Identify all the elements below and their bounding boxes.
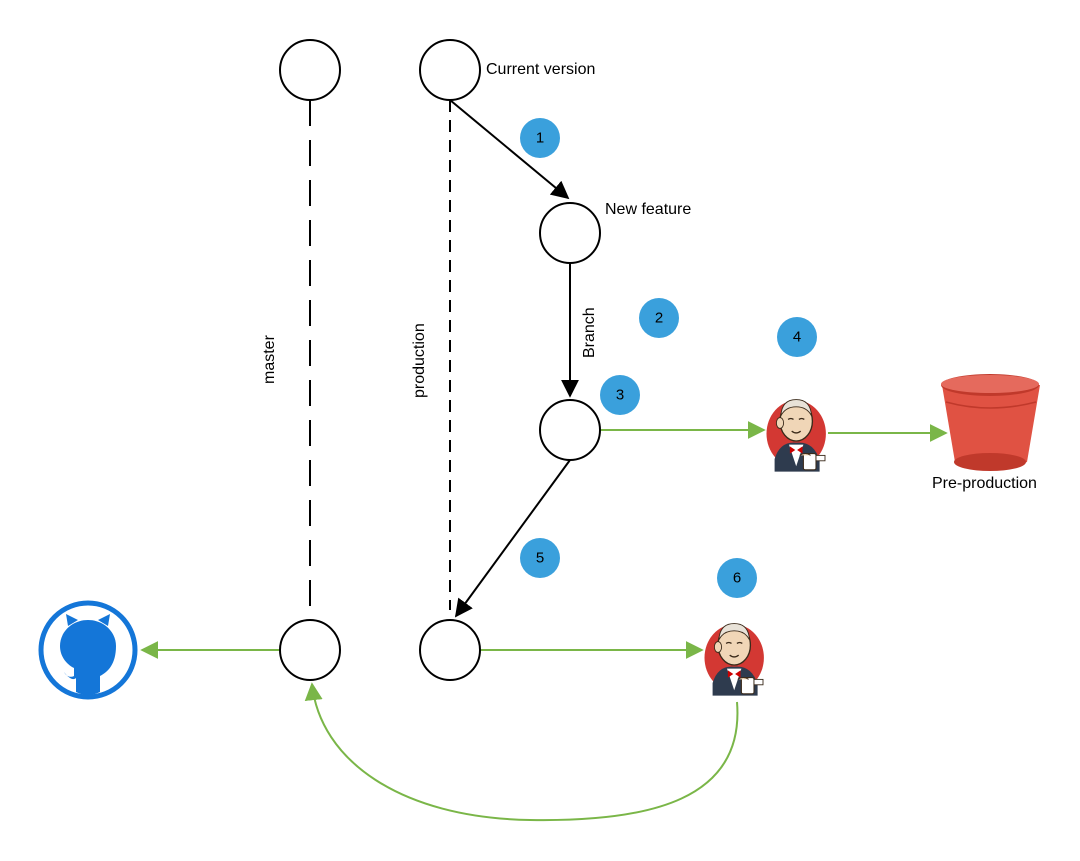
arrow-jenkins-to-master (304, 682, 739, 822)
step-badge-4: 4 (777, 317, 817, 357)
jenkins-icon (703, 622, 765, 697)
production-label: production (411, 323, 428, 398)
arrow-current-to-feature (449, 99, 570, 200)
branch-label: Branch (581, 307, 598, 358)
step-badge-6: 6 (717, 558, 757, 598)
production-bottom-node (419, 619, 481, 681)
github-icon (38, 600, 138, 700)
svg-text:5: 5 (536, 550, 544, 567)
step-badge-1: 1 (520, 118, 560, 158)
master-bottom-node (279, 619, 341, 681)
svg-text:2: 2 (655, 310, 663, 327)
branch-node (539, 399, 601, 461)
new-feature-node (539, 202, 601, 264)
step-badge-3: 3 (600, 375, 640, 415)
master-label: master (261, 334, 278, 384)
master-top-node (279, 39, 341, 101)
svg-text:4: 4 (793, 329, 801, 346)
svg-text:1: 1 (536, 130, 544, 147)
s3-bucket-icon (941, 374, 1040, 471)
current-version-label: Current version (486, 61, 595, 78)
pre-production-label: Pre-production (932, 475, 1037, 492)
step-badge-2: 2 (639, 298, 679, 338)
step-badge-5: 5 (520, 538, 560, 578)
current-version-node (419, 39, 481, 101)
arrow-branch-to-production (454, 459, 571, 618)
svg-text:6: 6 (733, 570, 741, 587)
jenkins-icon (765, 398, 827, 473)
svg-text:3: 3 (616, 387, 624, 404)
new-feature-label: New feature (605, 201, 691, 218)
